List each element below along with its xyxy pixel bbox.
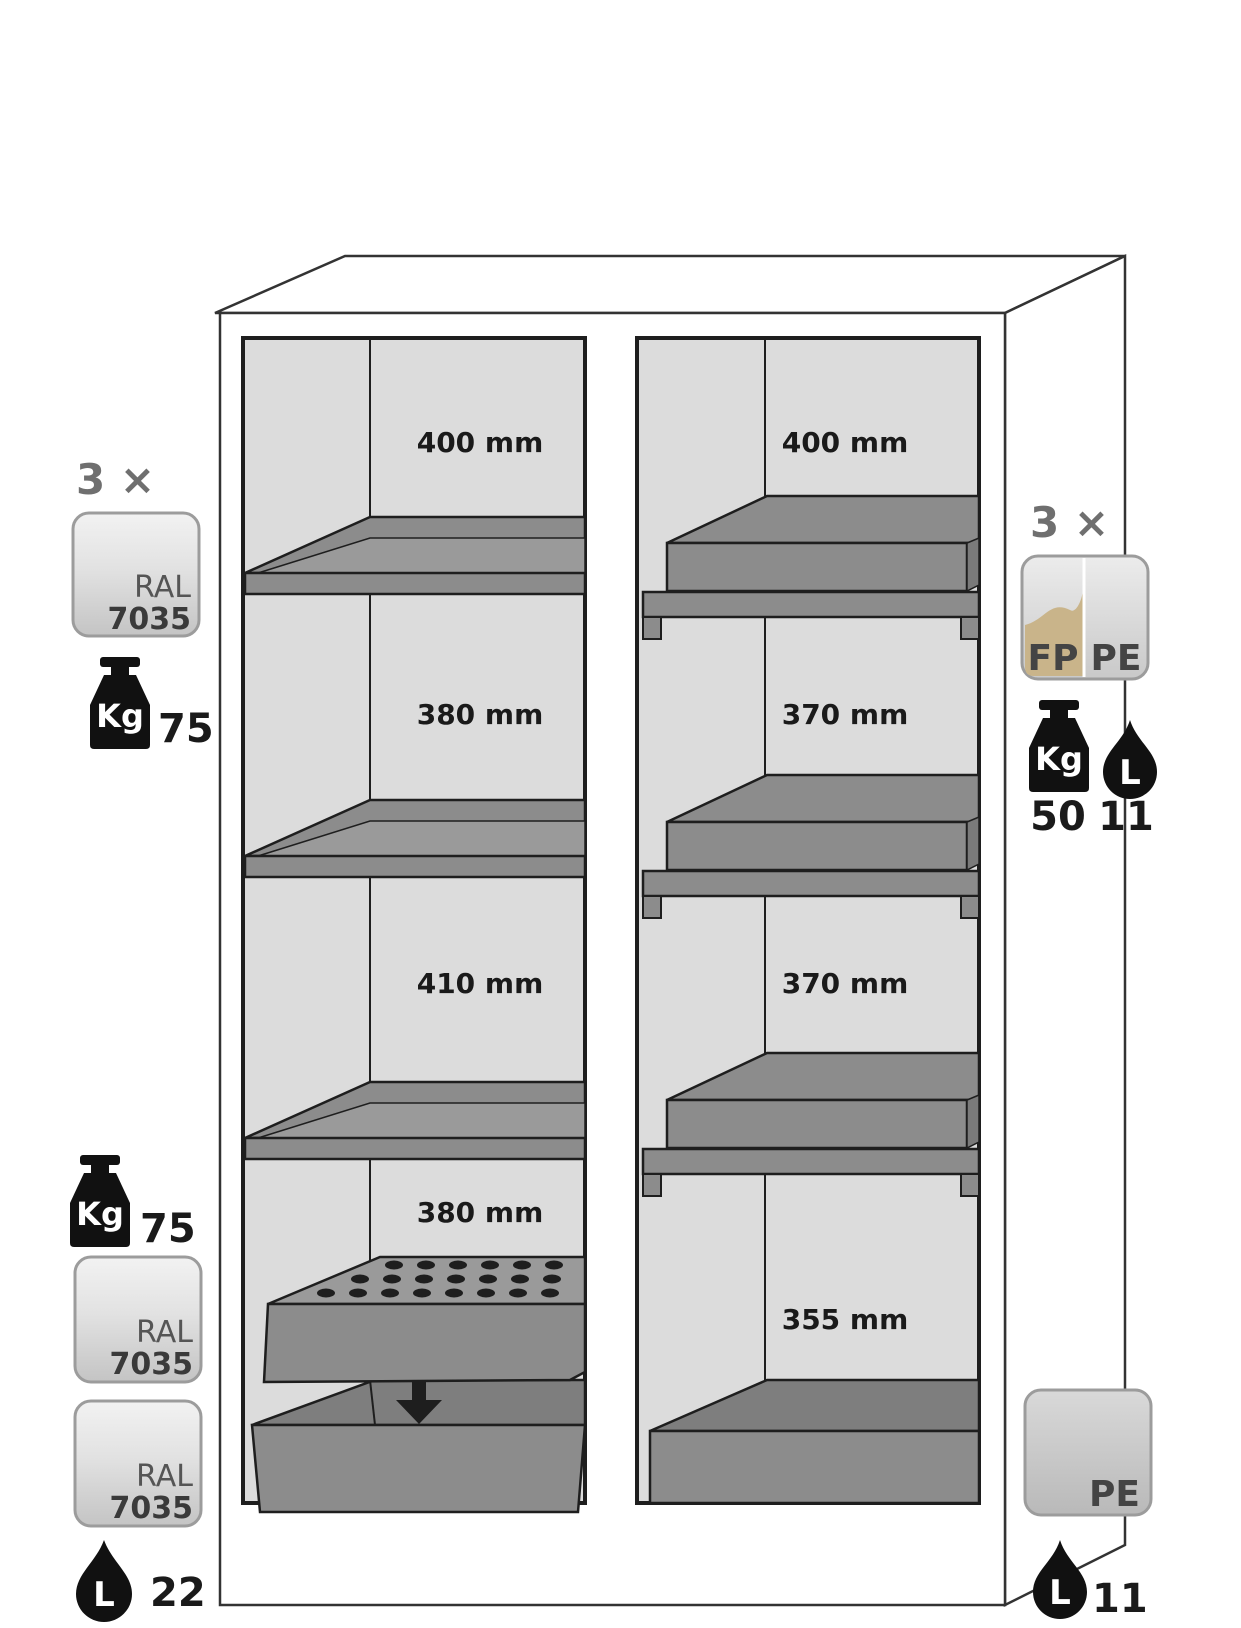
left-compartment: 400 mm 380 mm 410 mm 380 mm [241,336,587,1514]
left-quantity-label: 3 × [76,455,155,504]
right-dimension-2: 370 mm [782,698,909,731]
left-insert-load-value: 75 [140,1206,196,1252]
left-sump-volume-unit: L [93,1575,115,1615]
left-dimension-2: 380 mm [417,698,544,731]
right-sump-volume-drop-icon: L [1033,1540,1087,1619]
left-shelf-load-weight-icon: Kg [90,657,150,749]
right-tray-2 [641,773,981,919]
left-sump-volume-drop-icon: L [76,1540,132,1622]
left-sump-material-badge: RAL 7035 [73,1399,203,1528]
right-sump-material-badge: PE [1023,1388,1153,1517]
left-insert-material-ral: RAL [136,1315,193,1350]
right-tray-volume-unit: L [1119,753,1141,793]
right-bottom-sump [648,1378,981,1505]
right-dimension-1: 400 mm [782,426,909,459]
left-shelf-3 [243,1080,587,1161]
right-sump-volume-unit: L [1049,1573,1071,1613]
right-tray-volume-drop-icon: L [1103,720,1157,799]
right-tray-volume-value: 11 [1098,794,1154,840]
insert-down-arrow-icon [396,1382,442,1424]
left-shelf-material-ral: RAL [134,570,191,605]
left-shelf-material-badge: RAL 7035 [71,511,201,638]
right-tray-load-weight-icon: Kg [1029,700,1089,792]
left-dimension-3: 410 mm [417,967,544,1000]
right-tray-material-badge: FP PE [1020,554,1150,681]
left-perforated-insert [262,1255,587,1384]
right-tray-load-unit: Kg [1035,740,1083,778]
right-tray-material-fp: FP [1028,638,1079,679]
right-tray-3 [641,1051,981,1197]
right-tray-material-pe: PE [1091,638,1142,679]
left-dimension-4: 380 mm [417,1196,544,1229]
left-dimension-1: 400 mm [417,426,544,459]
right-dimension-4: 355 mm [782,1303,909,1336]
right-compartment: 400 mm 370 mm 370 mm 355 mm [635,336,981,1505]
left-shelf-load-unit: Kg [96,697,144,735]
left-insert-material-badge: RAL 7035 [73,1255,203,1384]
left-shelf-material-code: 7035 [108,602,192,637]
left-insert-material-code: 7035 [110,1347,194,1382]
right-sump-volume-value: 11 [1092,1576,1148,1622]
left-shelf-2 [243,798,587,879]
left-insert-load-weight-icon: Kg [70,1155,130,1247]
right-dimension-3: 370 mm [782,967,909,1000]
right-quantity-label: 3 × [1030,498,1109,547]
right-tray-1 [641,494,981,640]
left-sump-material-ral: RAL [136,1459,193,1494]
left-insert-load-unit: Kg [76,1195,124,1233]
left-sump-material-code: 7035 [110,1491,194,1526]
right-sump-material-pe: PE [1089,1474,1140,1515]
left-shelf-1 [243,515,587,596]
right-tray-load-value: 50 [1030,794,1086,840]
left-sump-volume-value: 22 [150,1570,206,1616]
left-shelf-load-value: 75 [158,706,214,752]
